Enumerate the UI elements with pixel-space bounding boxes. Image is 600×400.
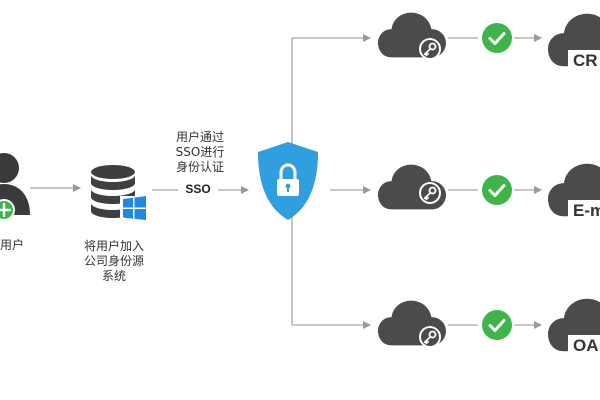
- app-label-bg-1: [568, 50, 600, 72]
- app-label-2: E-m: [573, 201, 600, 220]
- cloud-key-icon-2: [378, 164, 446, 210]
- sso-caption-line-3: 身份认证: [175, 160, 224, 174]
- cloud-key-icon-3: [378, 300, 446, 349]
- shield-lock-icon: [258, 142, 318, 220]
- user-label: 用户: [0, 238, 25, 252]
- cloud-key-icon-1: [378, 12, 446, 61]
- check-circle-icon-2: [482, 175, 512, 205]
- app-label-1: CR: [573, 51, 598, 70]
- sso-caption: 用户通过 SSO进行 身份认证: [160, 130, 240, 175]
- directory-label: 将用户加入 公司身份源 系统: [74, 239, 154, 284]
- database-windows-icon: [91, 165, 147, 220]
- app-label-bg-3: [568, 335, 600, 357]
- connectors: [30, 34, 542, 329]
- check-circle-icon-3: [482, 310, 512, 340]
- user-add-icon: [0, 153, 30, 221]
- app-label-bg-2: [568, 200, 600, 222]
- directory-label-line-1: 将用户加入: [83, 239, 144, 253]
- app-label-3: OA: [573, 336, 599, 355]
- sso-label: SSO: [185, 182, 211, 196]
- sso-caption-line-2: SSO进行: [175, 145, 225, 159]
- sso-caption-line-1: 用户通过: [175, 130, 224, 144]
- directory-label-line-2: 公司身份源: [83, 254, 144, 268]
- directory-label-line-3: 系统: [101, 269, 126, 283]
- check-circle-icon-1: [482, 23, 512, 53]
